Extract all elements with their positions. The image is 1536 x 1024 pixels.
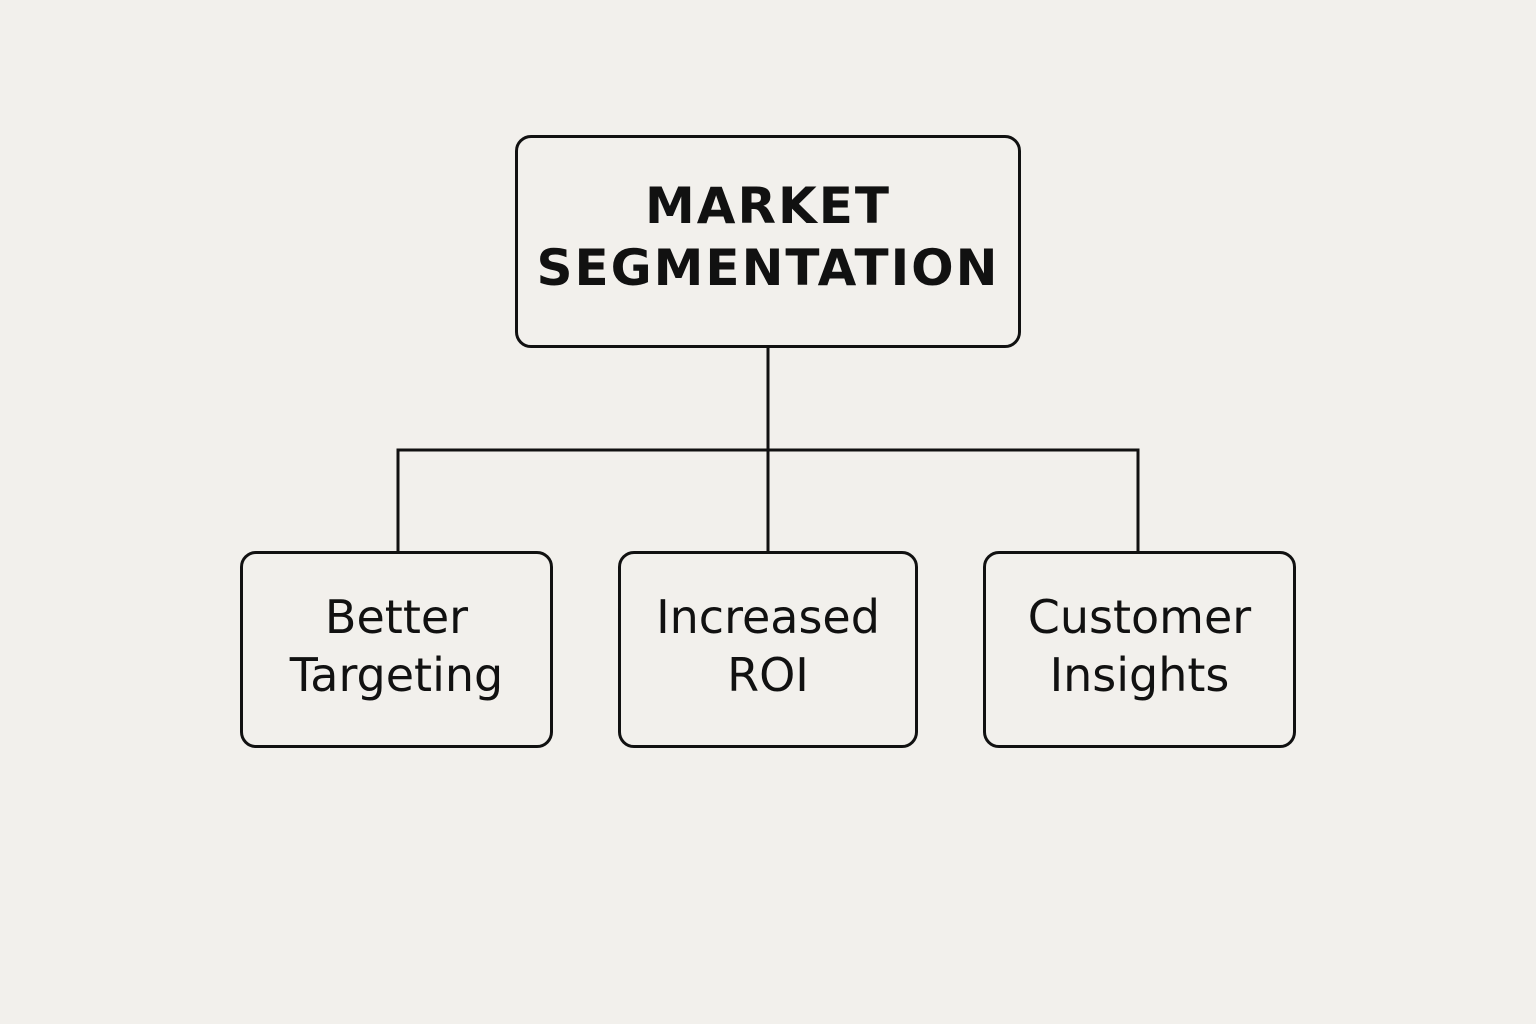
child-node-3-label-line-1: Customer [1027,589,1252,644]
child-node-better-targeting: Better Targeting [240,551,553,748]
child-node-1-label-line-1: Better [324,589,469,644]
child-node-1-label-line-2: Targeting [289,647,504,702]
root-node-label-line-1: MARKET [645,176,891,235]
child-node-2-label-line-1: Increased [656,589,880,644]
root-node-label-line-2: SEGMENTATION [536,238,1000,297]
child-node-3-label-line-2: Insights [1049,647,1230,702]
child-node-increased-roi: Increased ROI [618,551,918,748]
child-node-customer-insights: Customer Insights [983,551,1296,748]
child-node-2-label-line-2: ROI [727,647,809,702]
root-node-market-segmentation: MARKET SEGMENTATION [515,135,1021,348]
